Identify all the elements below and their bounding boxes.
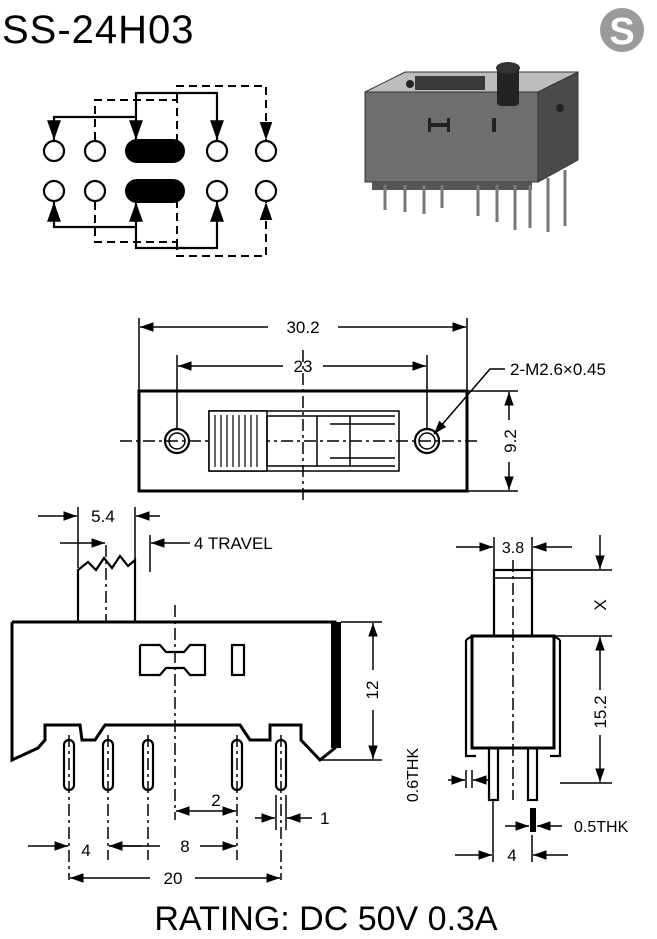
side-view-drawing: 3.8 X 15.2 0.6THK 0.5THK 4 xyxy=(405,535,629,865)
top-view-drawing: 30.2 23 2-M2.6×0.45 9.2 xyxy=(120,318,606,500)
dim-frame-thk: 0.6THK xyxy=(405,748,422,803)
front-view-drawing: 5.4 4 TRAVEL 12 2 8 4 1 20 xyxy=(10,507,382,888)
model-title: SS-24H03 xyxy=(2,8,195,52)
dim-pin-spacing-b: 8 xyxy=(180,837,189,856)
dim-top-holes: 23 xyxy=(294,357,313,376)
dim-pin-spacing-c: 2 xyxy=(211,791,220,810)
switch-product-image xyxy=(364,62,579,232)
dim-pin-spacing-a: 4 xyxy=(81,841,90,860)
dim-pin-width: 1 xyxy=(320,809,329,828)
dim-pin-thk: 0.5THK xyxy=(574,819,629,836)
svg-text:S: S xyxy=(609,11,634,53)
dim-thread: 2-M2.6×0.45 xyxy=(510,360,606,379)
dim-side-knob: 3.8 xyxy=(502,540,524,557)
dim-knob-width: 5.4 xyxy=(91,507,115,526)
contact-schematic xyxy=(42,85,278,257)
dim-body-height: 12 xyxy=(363,681,382,700)
dim-side-x: X xyxy=(591,599,610,610)
rating-text: RATING: DC 50V 0.3A xyxy=(154,900,498,938)
dim-overall-pins: 20 xyxy=(164,869,183,888)
dim-top-height: 9.2 xyxy=(501,429,520,453)
brand-logo: S xyxy=(600,8,644,53)
dim-side-height: 15.2 xyxy=(591,695,610,728)
dim-travel: 4 TRAVEL xyxy=(194,534,273,553)
dim-top-overall: 30.2 xyxy=(286,318,319,337)
dim-side-pin-spacing: 4 xyxy=(507,846,516,865)
